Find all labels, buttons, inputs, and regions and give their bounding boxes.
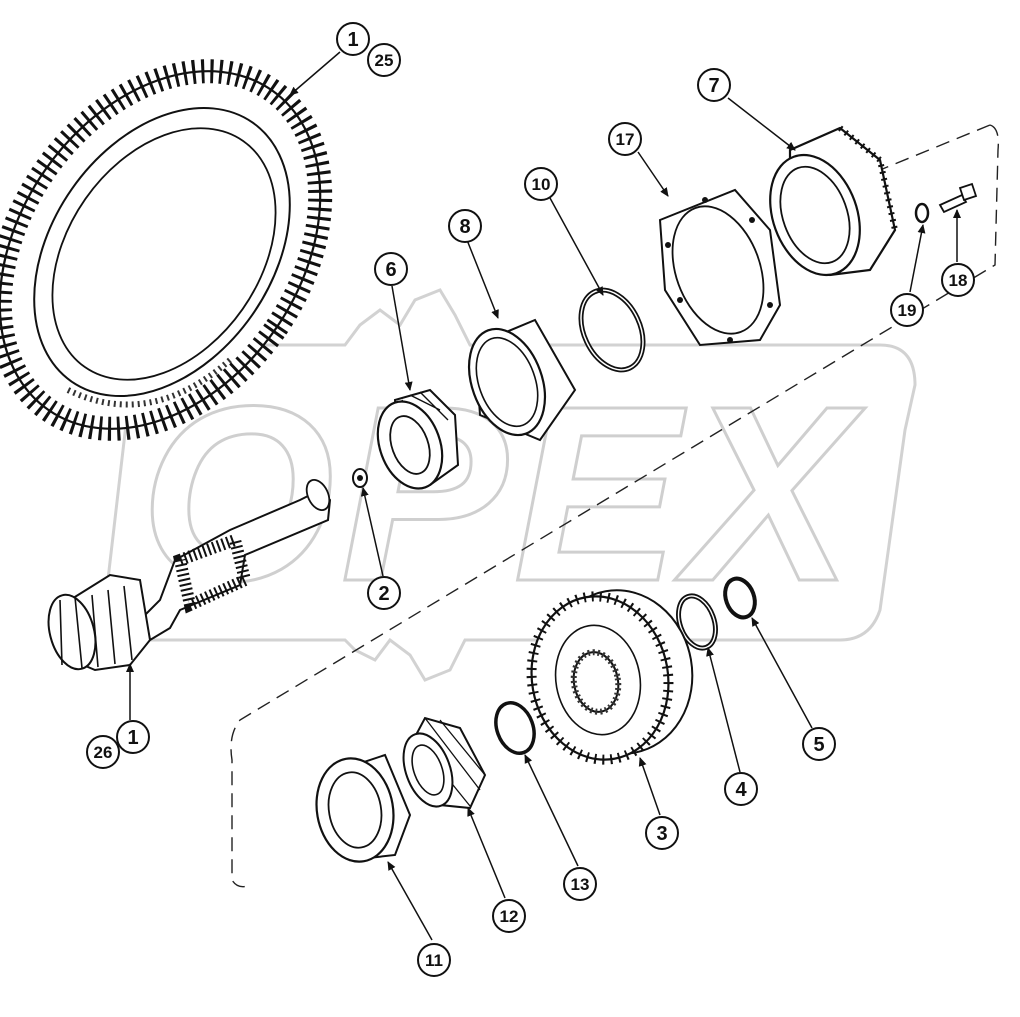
drive-gear bbox=[526, 589, 694, 765]
callout-1-bottom: 1 bbox=[116, 720, 150, 754]
callout-3: 3 bbox=[645, 816, 679, 850]
svg-text:1: 1 bbox=[127, 727, 138, 749]
svg-text:19: 19 bbox=[898, 301, 917, 320]
svg-text:1: 1 bbox=[347, 29, 358, 51]
assembly-dashed-outline bbox=[230, 124, 1000, 888]
svg-text:3: 3 bbox=[656, 823, 667, 845]
callout-25: 25 bbox=[367, 43, 401, 77]
svg-text:25: 25 bbox=[375, 51, 394, 70]
bearing-cup-lower bbox=[315, 753, 412, 863]
callout-17: 17 bbox=[608, 122, 642, 156]
svg-text:17: 17 bbox=[616, 130, 635, 149]
callout-2: 2 bbox=[367, 576, 401, 610]
ring-gear bbox=[0, 59, 333, 441]
svg-text:6: 6 bbox=[385, 259, 396, 281]
svg-text:2: 2 bbox=[378, 583, 389, 605]
snap-ring-small bbox=[494, 701, 536, 755]
svg-text:13: 13 bbox=[571, 875, 590, 894]
bolt bbox=[938, 182, 978, 214]
washer bbox=[914, 202, 930, 224]
svg-text:10: 10 bbox=[532, 175, 551, 194]
svg-text:8: 8 bbox=[459, 216, 470, 238]
pinion-shaft bbox=[47, 478, 332, 672]
callout-10: 10 bbox=[524, 167, 558, 201]
callout-26: 26 bbox=[86, 735, 120, 769]
callout-11: 11 bbox=[417, 943, 451, 977]
gasket bbox=[658, 188, 782, 347]
callout-7: 7 bbox=[697, 68, 731, 102]
callout-19: 19 bbox=[890, 293, 924, 327]
callout-1-top: 1 bbox=[336, 22, 370, 56]
svg-text:4: 4 bbox=[735, 779, 747, 801]
small-nut bbox=[352, 468, 368, 488]
svg-text:12: 12 bbox=[500, 907, 519, 926]
callout-6: 6 bbox=[374, 252, 408, 286]
snap-ring-lower bbox=[723, 576, 757, 620]
svg-text:26: 26 bbox=[94, 743, 113, 762]
snap-ring-upper bbox=[578, 287, 646, 373]
svg-text:7: 7 bbox=[708, 75, 719, 97]
svg-text:5: 5 bbox=[813, 734, 824, 756]
callout-18: 18 bbox=[941, 263, 975, 297]
tapered-roller-bearing-lower bbox=[402, 716, 487, 810]
bearing-cup-upper bbox=[468, 318, 577, 442]
leader-lines bbox=[126, 51, 961, 941]
callout-5: 5 bbox=[802, 727, 836, 761]
callout-13: 13 bbox=[563, 867, 597, 901]
callout-8: 8 bbox=[448, 209, 482, 243]
bearing-housing bbox=[769, 125, 898, 277]
tapered-roller-bearing-upper bbox=[376, 388, 460, 490]
svg-text:11: 11 bbox=[425, 951, 443, 970]
callout-4: 4 bbox=[724, 772, 758, 806]
svg-text:18: 18 bbox=[949, 271, 968, 290]
callout-12: 12 bbox=[492, 899, 526, 933]
